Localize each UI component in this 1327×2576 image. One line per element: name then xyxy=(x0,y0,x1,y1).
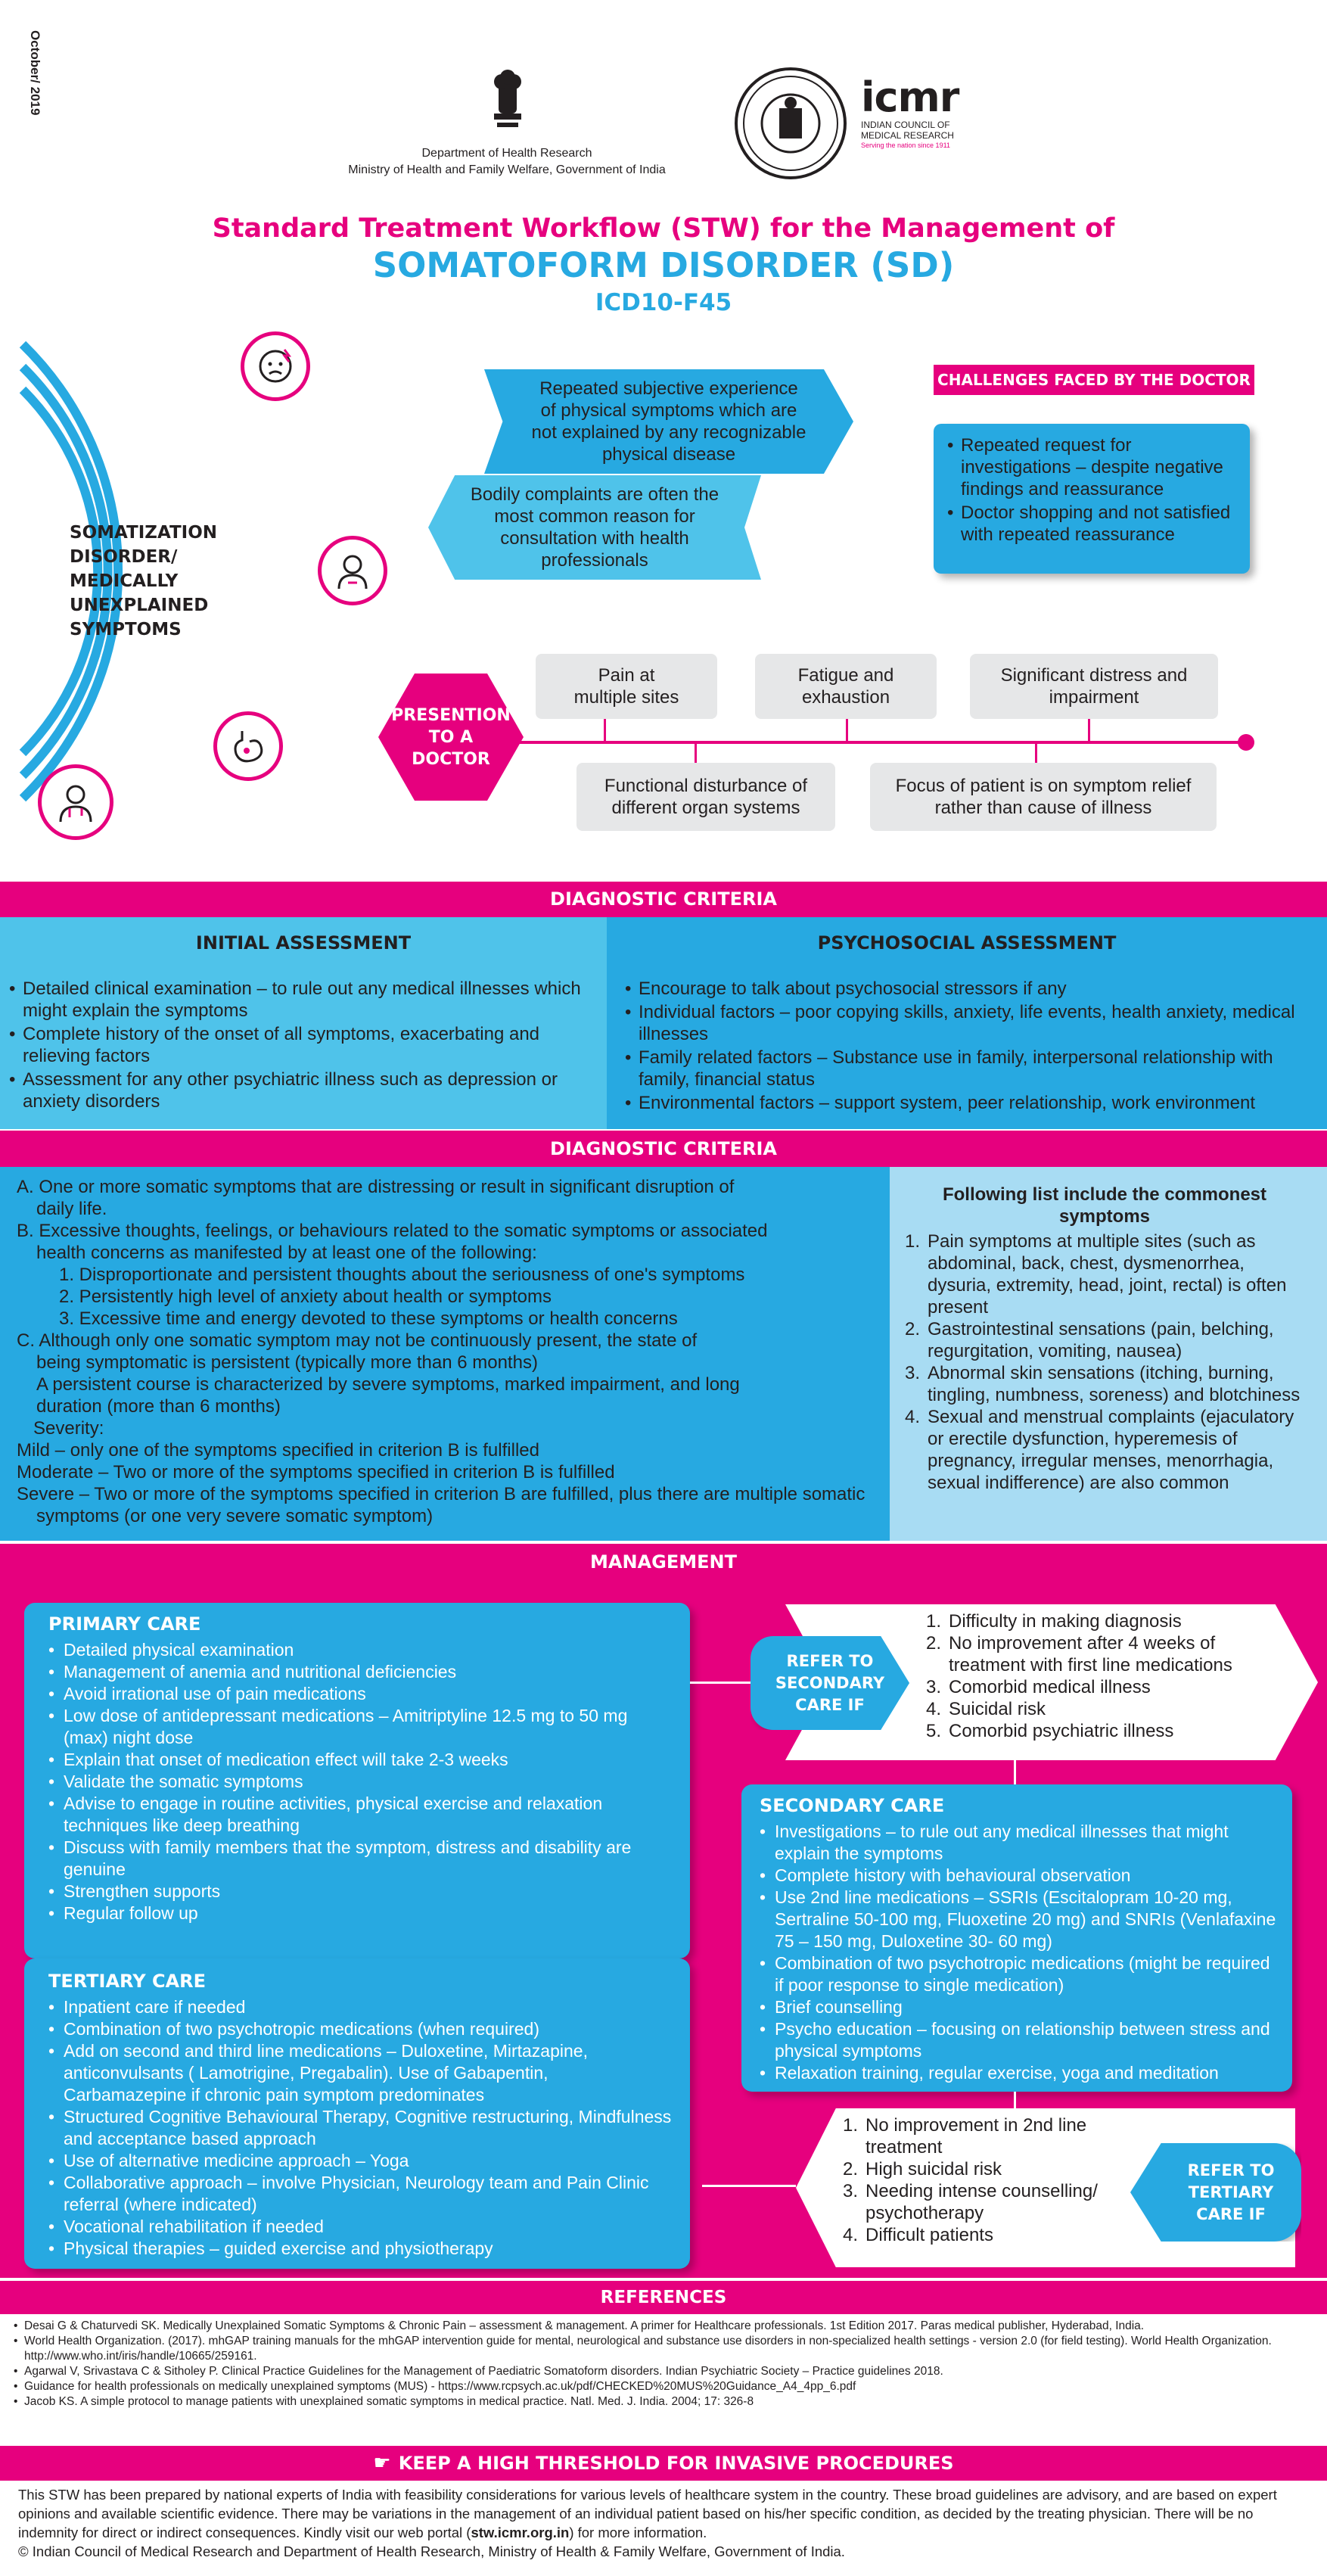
emblem-of-india-icon xyxy=(486,67,529,133)
diagnostic-criteria-bar: DIAGNOSTIC CRITERIA xyxy=(0,882,1327,917)
reference-item: Jacob KS. A simple protocol to manage pa… xyxy=(14,2394,1315,2410)
challenges-box: Repeated request for investigations – de… xyxy=(934,424,1250,574)
threshold-banner: ☛KEEP A HIGH THRESHOLD FOR INVASIVE PROC… xyxy=(0,2446,1327,2481)
definition-arrow: Repeated subjective experience of physic… xyxy=(484,369,853,474)
refer-tertiary-arrow-line xyxy=(702,2185,796,2187)
initial-item: Detailed clinical examination – to rule … xyxy=(9,978,592,1022)
references-bar: REFERENCES xyxy=(0,2281,1327,2314)
refer-connector xyxy=(1014,2092,1016,2108)
secondary-item: Brief counselling xyxy=(760,1996,1282,2018)
symptom-box: Pain at multiple sites xyxy=(536,654,717,719)
management-bar: MANAGEMENT xyxy=(0,1544,1327,1580)
somatization-label: SOMATIZATION DISORDER/ MEDICALLY UNEXPLA… xyxy=(70,523,218,639)
psycho-item: Encourage to talk about psychosocial str… xyxy=(625,978,1319,1000)
top-box-connector xyxy=(1088,719,1090,742)
primary-item: Regular follow up xyxy=(48,1902,675,1924)
tertiary-item: Inpatient care if needed xyxy=(48,1996,675,2018)
primary-item: Discuss with family members that the sym… xyxy=(48,1837,675,1881)
criteria-panel: A. One or more somatic symptoms that are… xyxy=(0,1167,890,1541)
footer: This STW has been prepared by national e… xyxy=(18,2485,1313,2561)
timeline-dot xyxy=(1238,734,1254,751)
symptom-box: Fatigue and exhaustion xyxy=(755,654,937,719)
bottom-box-connector xyxy=(695,743,697,763)
tertiary-item: Use of alternative medicine approach – Y… xyxy=(48,2150,675,2172)
primary-item: Low dose of antidepressant medications –… xyxy=(48,1705,675,1749)
primary-care-box: PRIMARY CARE Detailed physical examinati… xyxy=(24,1603,690,1958)
tertiary-item: Vocational rehabilitation if needed xyxy=(48,2216,675,2238)
footer-disclaimer: This STW has been prepared by national e… xyxy=(18,2487,1277,2540)
challenge-item: Doctor shopping and not satisfied with r… xyxy=(947,502,1238,546)
tertiary-item: Collaborative approach – involve Physici… xyxy=(48,2172,675,2216)
tertiary-item: Structured Cognitive Behavioural Therapy… xyxy=(48,2106,675,2150)
portal-link[interactable]: stw.icmr.org.in xyxy=(471,2525,570,2540)
secondary-item: Complete history with behavioural observ… xyxy=(760,1865,1282,1887)
primary-item: Detailed physical examination xyxy=(48,1639,675,1661)
presention-hexagon: PRESENTION TO A DOCTOR xyxy=(378,674,524,801)
primary-item: Explain that onset of medication effect … xyxy=(48,1749,675,1771)
psycho-item: Family related factors – Substance use i… xyxy=(625,1047,1319,1090)
primary-item: Advise to engage in routine activities, … xyxy=(48,1793,675,1837)
top-box-connector xyxy=(604,719,606,742)
refer-secondary-list: 1.Difficulty in making diagnosis 2.No im… xyxy=(926,1611,1232,1741)
tertiary-item: Combination of two psychotropic medicati… xyxy=(48,2018,675,2040)
secondary-care-box: SECONDARY CARE Investigations – to rule … xyxy=(741,1784,1292,2092)
symptom-box: Focus of patient is on symptom relief ra… xyxy=(870,763,1217,831)
psycho-item: Environmental factors – support system, … xyxy=(625,1092,1319,1114)
footer-copyright: © Indian Council of Medical Research and… xyxy=(18,2543,845,2559)
reference-item: World Health Organization. (2017). mhGAP… xyxy=(14,2334,1315,2364)
refer-connector xyxy=(1014,1760,1016,1789)
side-date: October/ 2019 xyxy=(28,30,42,116)
doctor-icon xyxy=(38,764,113,840)
patient-icon xyxy=(318,536,387,605)
page-title: Standard Treatment Workflow (STW) for th… xyxy=(212,213,1115,316)
icmr-logo: icmr INDIAN COUNCIL OF MEDICAL RESEARCH … xyxy=(861,73,959,150)
symptom-box: Significant distress and impairment xyxy=(970,654,1218,719)
primary-item: Avoid irrational use of pain medications xyxy=(48,1683,675,1705)
dept-name: Department of Health Research Ministry o… xyxy=(348,147,666,176)
tertiary-item: Add on second and third line medications… xyxy=(48,2040,675,2106)
symptom-list-item: 3.Abnormal skin sensations (itching, bur… xyxy=(905,1363,1301,1405)
commonest-symptoms-panel: Following list include the commonest sym… xyxy=(890,1167,1327,1541)
secondary-item: Relaxation training, regular exercise, y… xyxy=(760,2062,1282,2084)
refer-secondary-arrow-line xyxy=(690,1682,751,1684)
timeline-line xyxy=(469,741,1248,744)
initial-item: Complete history of the onset of all sym… xyxy=(9,1023,592,1067)
challenges-title: CHALLENGES FACED BY THE DOCTOR xyxy=(934,365,1254,395)
initial-item: Assessment for any other psychiatric ill… xyxy=(9,1069,592,1112)
psychosocial-assessment-panel: PSYCHOSOCIAL ASSESSMENT Encourage to tal… xyxy=(607,917,1327,1129)
symptom-list-item: 4.Sexual and menstrual complaints (ejacu… xyxy=(905,1407,1294,1493)
initial-assessment-panel: INITIAL ASSESSMENT Detailed clinical exa… xyxy=(0,917,607,1129)
tertiary-item: Physical therapies – guided exercise and… xyxy=(48,2238,675,2260)
symptom-list-item: 2.Gastrointestinal sensations (pain, bel… xyxy=(905,1319,1274,1361)
secondary-item: Investigations – to rule out any medical… xyxy=(760,1821,1282,1865)
complaints-arrow: Bodily complaints are often the most com… xyxy=(428,475,761,580)
primary-item: Management of anemia and nutritional def… xyxy=(48,1661,675,1683)
pointing-hand-icon: ☛ xyxy=(373,2452,391,2475)
reference-item: Guidance for health professionals on med… xyxy=(14,2379,1315,2394)
secondary-item: Psycho education – focusing on relations… xyxy=(760,2018,1282,2062)
arc-decoration xyxy=(19,341,123,802)
primary-item: Strengthen supports xyxy=(48,1881,675,1902)
reference-item: Desai G & Chaturvedi SK. Medically Unexp… xyxy=(14,2319,1315,2334)
icmr-seal-icon xyxy=(734,67,847,180)
secondary-item: Use 2nd line medications – SSRIs (Escita… xyxy=(760,1887,1282,1952)
symptom-box: Functional disturbance of different orga… xyxy=(576,763,835,831)
primary-item: Validate the somatic symptoms xyxy=(48,1771,675,1793)
symptom-list-item: 1.Pain symptoms at multiple sites (such … xyxy=(905,1231,1287,1318)
challenge-item: Repeated request for investigations – de… xyxy=(947,434,1238,500)
psycho-item: Individual factors – poor copying skills… xyxy=(625,1001,1319,1045)
top-box-connector xyxy=(846,719,848,742)
headache-face-icon xyxy=(241,331,310,401)
bottom-box-connector xyxy=(1035,743,1037,763)
refer-tertiary-list: 1.No improvement in 2nd line treatment 2… xyxy=(843,2115,1098,2245)
reference-item: Agarwal V, Srivastava C & Sitholey P. Cl… xyxy=(14,2364,1315,2379)
tertiary-care-box: TERTIARY CARE Inpatient care if needed C… xyxy=(24,1958,690,2269)
stomach-icon xyxy=(213,711,283,781)
diagnostic-criteria-bar: DIAGNOSTIC CRITERIA xyxy=(0,1131,1327,1167)
secondary-item: Combination of two psychotropic medicati… xyxy=(760,1952,1282,1996)
references-list: Desai G & Chaturvedi SK. Medically Unexp… xyxy=(14,2319,1315,2410)
